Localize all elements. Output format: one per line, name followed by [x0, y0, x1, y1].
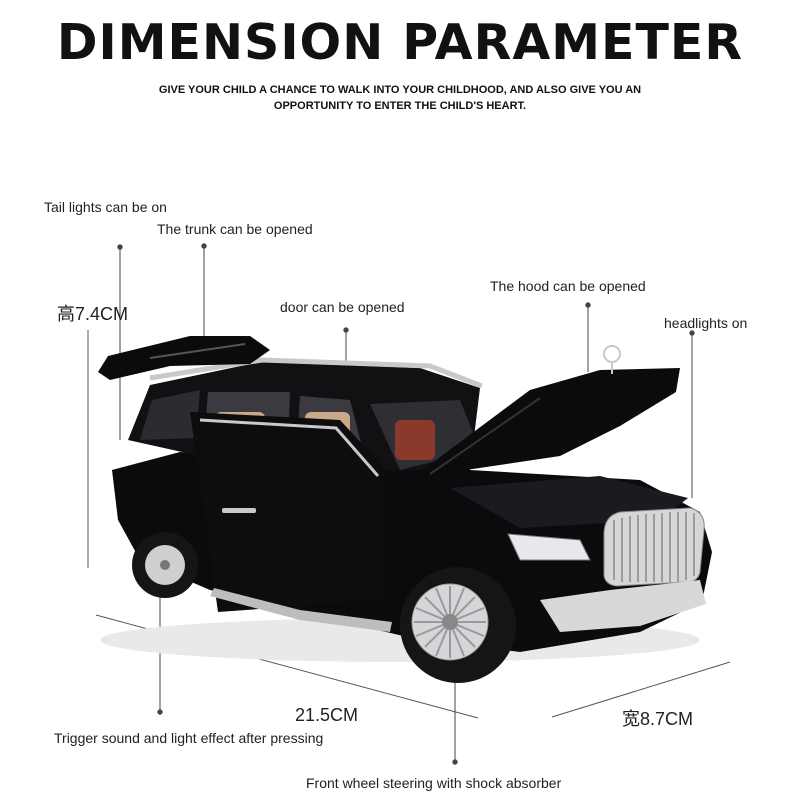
- length-dimension: 21.5CM: [295, 705, 359, 725]
- open-door: [190, 412, 386, 612]
- open-hood: [412, 345, 680, 478]
- subtitle-line-2: OPPORTUNITY TO ENTER THE CHILD'S HEART.: [273, 100, 527, 112]
- trunk-label: The trunk can be opened: [157, 221, 313, 237]
- front-grille: [603, 507, 705, 587]
- tail-lights-label: Tail lights can be on: [44, 199, 167, 215]
- front-wheel: [400, 567, 516, 683]
- page-title: DIMENSION PARAMETER: [56, 14, 744, 71]
- width-dimension: 宽8.7CM: [622, 709, 694, 729]
- hood-label: The hood can be opened: [490, 278, 646, 294]
- page-subtitle: GIVE YOUR CHILD A CHANCE TO WALK INTO YO…: [120, 82, 680, 114]
- height-dimension: 高7.4CM: [57, 304, 129, 324]
- side-step: [210, 588, 392, 632]
- door-label: door can be opened: [280, 299, 405, 315]
- headlight: [507, 533, 591, 561]
- subtitle-line-1: GIVE YOUR CHILD A CHANCE TO WALK INTO YO…: [158, 84, 642, 96]
- width-guide-line: [551, 661, 731, 718]
- front-bumper: [540, 580, 706, 632]
- trigger-label: Trigger sound and light effect after pre…: [54, 730, 324, 746]
- front-wheel-label: Front wheel steering with shock absorber: [306, 775, 562, 791]
- rear-wheel: [132, 532, 198, 598]
- headlights-label: headlights on: [664, 315, 748, 331]
- callout-lines: [117, 243, 695, 765]
